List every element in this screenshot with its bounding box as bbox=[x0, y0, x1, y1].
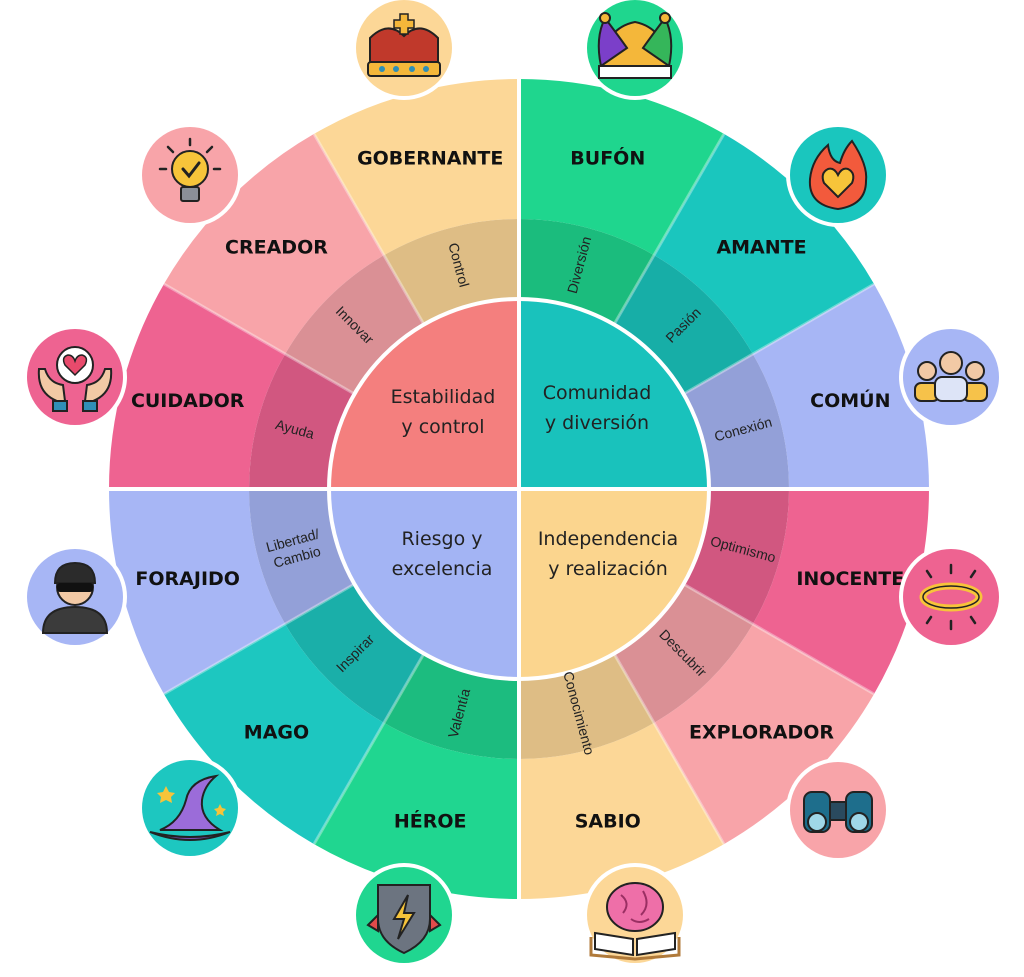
archetype-name-heroe: HÉROE bbox=[394, 809, 467, 832]
sector-inocente bbox=[752, 489, 929, 694]
sector-divider bbox=[163, 282, 356, 396]
sector-cuidador bbox=[109, 284, 286, 489]
inner-sector-mago bbox=[285, 584, 424, 723]
quadrant-comunidad bbox=[519, 299, 709, 489]
quadrant-label-independencia: Independencia bbox=[538, 528, 678, 550]
archetype-name-comun: COMÚN bbox=[810, 388, 890, 412]
outer-ring bbox=[109, 79, 929, 899]
heart-hands-icon bbox=[23, 325, 127, 429]
quadrant-label-comunidad: Comunidad bbox=[543, 382, 652, 404]
sector-divider bbox=[682, 282, 875, 396]
masked-bandit-icon bbox=[23, 545, 127, 649]
halo-icon bbox=[899, 545, 1003, 649]
quadrant-estabilidad bbox=[329, 299, 519, 489]
sector-mago bbox=[163, 624, 384, 845]
inner-sector-inocente bbox=[683, 489, 789, 624]
archetype-name-bufon: BUFÓN bbox=[570, 146, 645, 170]
sector-heroe bbox=[314, 722, 519, 899]
wizard-hat-icon bbox=[138, 756, 242, 860]
icons bbox=[23, 0, 1003, 967]
crown-icon bbox=[352, 0, 456, 100]
archetype-name-creador: CREADOR bbox=[225, 236, 328, 258]
inner-sector-bufon bbox=[519, 219, 654, 325]
archetype-name-explorador: EXPLORADOR bbox=[689, 722, 834, 744]
archetype-name-cuidador: CUIDADOR bbox=[131, 390, 245, 412]
dividers bbox=[109, 79, 929, 899]
center-outline bbox=[327, 297, 711, 681]
flame-heart-icon bbox=[786, 123, 890, 227]
sector-forajido bbox=[109, 489, 286, 694]
sector-divider bbox=[612, 652, 726, 845]
sector-creador bbox=[163, 133, 384, 354]
center-quadrants bbox=[329, 299, 709, 679]
archetype-name-mago: MAGO bbox=[244, 722, 309, 744]
inner-sector-explorador bbox=[614, 584, 753, 723]
sector-divider bbox=[163, 582, 356, 696]
inner-ring bbox=[249, 219, 789, 759]
brain-book-icon bbox=[583, 863, 687, 967]
inner-sector-amante bbox=[614, 255, 753, 394]
sector-divider bbox=[312, 133, 426, 326]
inner-sector-cuidador bbox=[249, 354, 355, 489]
quadrant-riesgo bbox=[329, 489, 519, 679]
sector-sabio bbox=[519, 722, 724, 899]
archetype-name-sabio: SABIO bbox=[575, 810, 641, 832]
inner-sector-heroe bbox=[384, 653, 519, 759]
inner-sector-forajido bbox=[249, 489, 355, 624]
archetype-name-gobernante: GOBERNANTE bbox=[357, 148, 503, 170]
sector-gobernante bbox=[314, 79, 519, 256]
inner-sector-creador bbox=[285, 255, 424, 394]
sector-amante bbox=[654, 133, 875, 354]
group-people-icon bbox=[899, 325, 1003, 429]
binoculars-icon bbox=[786, 758, 890, 862]
archetype-name-forajido: FORAJIDO bbox=[135, 568, 240, 590]
sector-explorador bbox=[654, 624, 875, 845]
quadrant-label-riesgo: excelencia bbox=[392, 558, 493, 580]
quadrant-label-independencia: y realización bbox=[548, 558, 668, 580]
inner-sector-gobernante bbox=[384, 219, 519, 325]
sector-bufon bbox=[519, 79, 724, 256]
quadrant-label-estabilidad: Estabilidad bbox=[391, 386, 496, 408]
quadrant-label-riesgo: Riesgo y bbox=[401, 528, 482, 550]
quadrant-label-estabilidad: y control bbox=[401, 416, 484, 438]
icon-badge bbox=[903, 549, 999, 645]
archetype-name-inocente: INOCENTE bbox=[796, 568, 904, 590]
quadrant-label-comunidad: y diversión bbox=[545, 412, 649, 434]
archetype-name-amante: AMANTE bbox=[716, 236, 806, 258]
sector-divider bbox=[682, 582, 875, 696]
inner-sector-sabio bbox=[519, 653, 654, 759]
shield-bolt-icon bbox=[352, 863, 456, 967]
quadrant-independencia bbox=[519, 489, 709, 679]
sector-divider bbox=[612, 133, 726, 326]
sector-comun bbox=[752, 284, 929, 489]
lightbulb-icon bbox=[138, 123, 242, 227]
sector-divider bbox=[312, 652, 426, 845]
jester-hat-icon bbox=[583, 0, 687, 100]
inner-sector-comun bbox=[683, 354, 789, 489]
